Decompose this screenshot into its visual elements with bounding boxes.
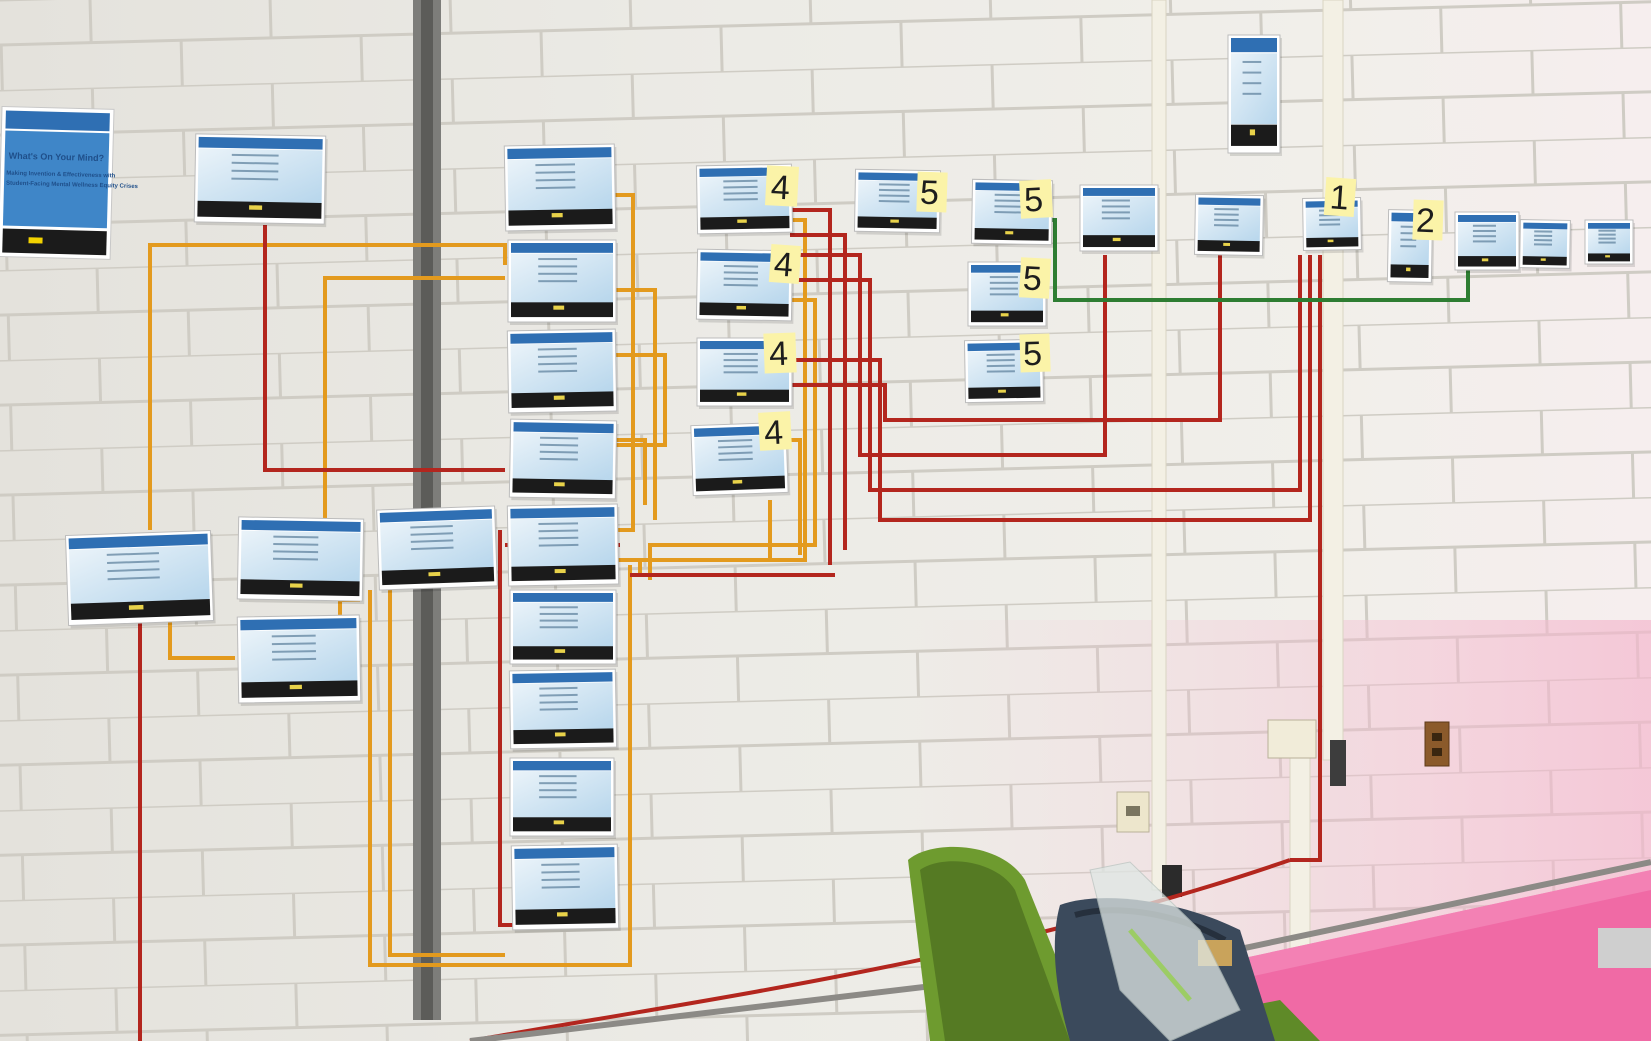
sticky-note-label: 5: [1022, 335, 1042, 374]
poster-headline: What's On Your Mind?: [9, 151, 105, 163]
sticky-note-label: 4: [770, 168, 791, 207]
sticky-note-label: 5: [1022, 259, 1043, 298]
page-printout: [508, 668, 619, 752]
page-printout: [506, 328, 619, 416]
electrical-outlet: [1424, 721, 1450, 767]
page-printout: [1454, 211, 1521, 273]
sticky-note-label: 5: [1023, 181, 1044, 220]
sticky-note-label: 5: [919, 174, 939, 213]
page-printout: [509, 757, 616, 839]
plastic-bag: [1089, 861, 1241, 1041]
sticky-note-label: 2: [1415, 202, 1435, 241]
page-printout: [508, 418, 619, 502]
page-printout: [507, 239, 618, 325]
pink-carpet: [1235, 870, 1651, 1041]
wall-jack-box: [1116, 791, 1150, 833]
page-printout: [506, 503, 621, 589]
poster: What's On Your Mind? Making Invention & …: [0, 105, 139, 260]
sticky-note-label: 4: [773, 245, 795, 284]
sticky-note-label: 4: [763, 414, 784, 453]
sticky-note-label: 1: [1329, 178, 1351, 217]
orange-tape-lines: [148, 193, 817, 967]
page-printout: [1227, 34, 1282, 156]
sticky-notes: 4 4 4 4 5 5 5 5 1 2: [758, 165, 1444, 453]
floor-object: [1598, 928, 1651, 968]
page-printout: [510, 843, 621, 933]
page-printout: [509, 589, 618, 667]
page-printout: [1193, 193, 1266, 259]
page-printout: [64, 529, 216, 629]
page-printout: [376, 505, 500, 593]
page-printout: [236, 614, 363, 707]
wall-hole: [1330, 740, 1346, 786]
page-printout: [503, 143, 618, 234]
poster-line-2: Student-Facing Mental Wellness Equity Cr…: [6, 181, 139, 190]
page-printout: [1519, 219, 1573, 272]
outlet-box: [1267, 719, 1317, 759]
page-printout: [695, 248, 795, 324]
poster-line-1: Making Invention & Effectiveness with: [6, 171, 115, 180]
page-printout: [193, 133, 328, 228]
page-printout: [236, 516, 366, 605]
page-printout: [1584, 219, 1635, 267]
page-printouts: [64, 34, 1635, 933]
wall-port: [1162, 865, 1182, 897]
page-printout: [1079, 184, 1160, 254]
sticky-note-label: 4: [768, 335, 788, 374]
red-tape-lines: [138, 208, 1322, 1041]
